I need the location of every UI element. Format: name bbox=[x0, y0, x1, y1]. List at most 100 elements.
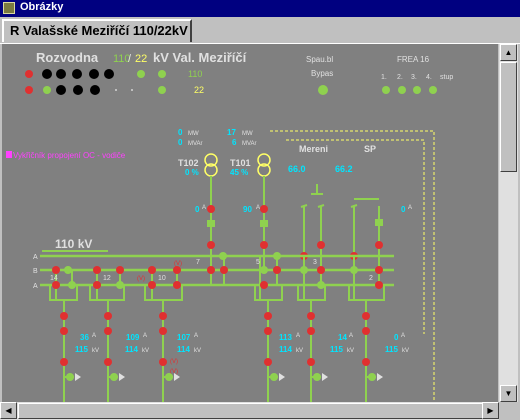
bus-switch-2[interactable] bbox=[64, 266, 72, 274]
t102-winding-top-icon[interactable] bbox=[204, 153, 218, 167]
bus-switch-5[interactable] bbox=[148, 266, 156, 274]
measurement-breaker-2[interactable] bbox=[375, 241, 383, 249]
feeder-6-breaker-a[interactable] bbox=[362, 312, 370, 320]
feeder-4-breaker-a[interactable] bbox=[264, 312, 272, 320]
measurement-breaker-1[interactable] bbox=[317, 241, 325, 249]
bus-switch-23[interactable] bbox=[375, 281, 383, 289]
feeder-5-breaker-a[interactable] bbox=[307, 312, 315, 320]
bus-switch-6[interactable] bbox=[173, 266, 181, 274]
horizontal-scrollbar[interactable]: ◀ ▶ bbox=[0, 402, 499, 420]
bus-switch-10[interactable] bbox=[273, 266, 281, 274]
feeder-6-breaker-b[interactable] bbox=[362, 327, 370, 335]
bus-switch-8[interactable] bbox=[220, 266, 228, 274]
field-number-2: 2 bbox=[369, 275, 373, 282]
t101-winding-top-icon[interactable] bbox=[257, 153, 271, 167]
feeder-4-breaker-b[interactable] bbox=[264, 327, 272, 335]
feeder-3-earth-switch[interactable] bbox=[165, 373, 173, 381]
window-app-icon[interactable] bbox=[3, 2, 15, 14]
rozvodna-label: Rozvodna bbox=[36, 50, 99, 65]
feeder-5-earth-switch[interactable] bbox=[313, 373, 321, 381]
bus-switch-19[interactable] bbox=[148, 281, 156, 289]
bus-switch-9[interactable] bbox=[260, 266, 268, 274]
feeder-2-breaker-a[interactable] bbox=[104, 312, 112, 320]
bus-switch-7[interactable] bbox=[207, 266, 215, 274]
mereni-label: Mereni bbox=[299, 144, 328, 154]
voltage-110-label: 110 bbox=[113, 53, 131, 65]
bus-switch-22[interactable] bbox=[317, 281, 325, 289]
feeder-6-switch-low[interactable] bbox=[362, 358, 370, 366]
feeder-6-earth-switch[interactable] bbox=[368, 373, 376, 381]
bus-switch-12[interactable] bbox=[317, 266, 325, 274]
ind-110-1 bbox=[25, 70, 33, 78]
feeder-1-breaker-a[interactable] bbox=[60, 312, 68, 320]
t101-breaker[interactable] bbox=[260, 241, 268, 249]
feeder-5-amps-unit: A bbox=[349, 333, 353, 339]
frea-label-2: 2. bbox=[397, 74, 403, 81]
t101-mw-value: 17 bbox=[227, 128, 236, 137]
window-title: Obrázky bbox=[20, 1, 64, 13]
ind-110-6 bbox=[104, 69, 114, 79]
ind-22-5 bbox=[90, 85, 100, 95]
t102-ct-icon bbox=[207, 220, 215, 227]
bus-switch-16[interactable] bbox=[68, 281, 76, 289]
scrollbar-corner bbox=[499, 402, 520, 420]
vertical-scroll-thumb[interactable] bbox=[500, 62, 517, 172]
feeder-2-switch-low[interactable] bbox=[104, 358, 112, 366]
vertical-scrollbar[interactable]: ▲ ▼ bbox=[499, 44, 518, 402]
bus-switch-20[interactable] bbox=[173, 281, 181, 289]
frea-ind-1[interactable] bbox=[382, 86, 390, 94]
feeder-4-switch-low[interactable] bbox=[264, 358, 272, 366]
feeder-5-switch-low[interactable] bbox=[307, 358, 315, 366]
bus-switch-13[interactable] bbox=[350, 266, 358, 274]
ind-110-2 bbox=[42, 69, 52, 79]
feeder-6-amps: 0 bbox=[394, 333, 399, 342]
ind-110-4 bbox=[72, 69, 82, 79]
schematic-diagram: Rozvodna 110 / 22 kV Val. Meziříčí 110 2… bbox=[6, 50, 453, 402]
measurement-bay-marks bbox=[300, 204, 358, 208]
feeder-5-breaker-b[interactable] bbox=[307, 327, 315, 335]
ind-22-4 bbox=[73, 85, 83, 95]
bus-switch-3[interactable] bbox=[93, 266, 101, 274]
bay-marker-1: (V) bbox=[174, 261, 182, 267]
feeder-1-kv-unit: kV bbox=[92, 348, 99, 354]
frea-ind-4[interactable] bbox=[429, 86, 437, 94]
ind-22-dot-2 bbox=[131, 89, 133, 91]
feeder-2-breaker-b[interactable] bbox=[104, 327, 112, 335]
feeder-3-switch-low[interactable] bbox=[159, 358, 167, 366]
t101-breaker-top[interactable] bbox=[260, 205, 268, 213]
feeder-1-switch-low[interactable] bbox=[60, 358, 68, 366]
scroll-down-icon[interactable]: ▼ bbox=[500, 385, 517, 402]
bus-switch-1[interactable] bbox=[52, 266, 60, 274]
frea-ind-3[interactable] bbox=[413, 86, 421, 94]
feeder-3-kv: 114 bbox=[177, 345, 190, 354]
alarm-icon bbox=[6, 151, 12, 158]
bus-switch-15[interactable] bbox=[52, 281, 60, 289]
bus-switch-21[interactable] bbox=[260, 281, 268, 289]
feeder-1-earth-switch[interactable] bbox=[66, 373, 74, 381]
scroll-up-icon[interactable]: ▲ bbox=[500, 44, 517, 61]
t102-breaker-top[interactable] bbox=[207, 205, 215, 213]
field-number-14: 14 bbox=[50, 275, 58, 282]
bus-switch-18[interactable] bbox=[116, 281, 124, 289]
feeder-1-breaker-b[interactable] bbox=[60, 327, 68, 335]
t102-breaker[interactable] bbox=[207, 241, 215, 249]
bus-switch-4[interactable] bbox=[116, 266, 124, 274]
bus-switch-11[interactable] bbox=[300, 266, 308, 274]
feeder-4-earth-switch[interactable] bbox=[270, 373, 278, 381]
bay-marker-2: (V) bbox=[137, 276, 145, 282]
feeder-3-breaker-a[interactable] bbox=[159, 312, 167, 320]
bypas-indicator[interactable] bbox=[318, 85, 328, 95]
ind-110-5 bbox=[89, 69, 99, 79]
feeder-2-earth-switch[interactable] bbox=[110, 373, 118, 381]
frea-label-3: 3. bbox=[411, 74, 417, 81]
horizontal-scroll-thumb[interactable] bbox=[18, 403, 483, 419]
bus-switch-17[interactable] bbox=[93, 281, 101, 289]
frea-title: FREA 16 bbox=[397, 55, 430, 64]
earth-arrow-icons bbox=[75, 373, 383, 381]
scroll-left-icon[interactable]: ◀ bbox=[0, 402, 17, 419]
frea-ind-2[interactable] bbox=[398, 86, 406, 94]
scroll-right-icon[interactable]: ▶ bbox=[482, 402, 499, 419]
feeder-3-breaker-b[interactable] bbox=[159, 327, 167, 335]
bus-switch-14[interactable] bbox=[375, 266, 383, 274]
tab-valasske-mezirici[interactable]: R Valašské Meziříčí 110/22kV bbox=[2, 19, 192, 42]
